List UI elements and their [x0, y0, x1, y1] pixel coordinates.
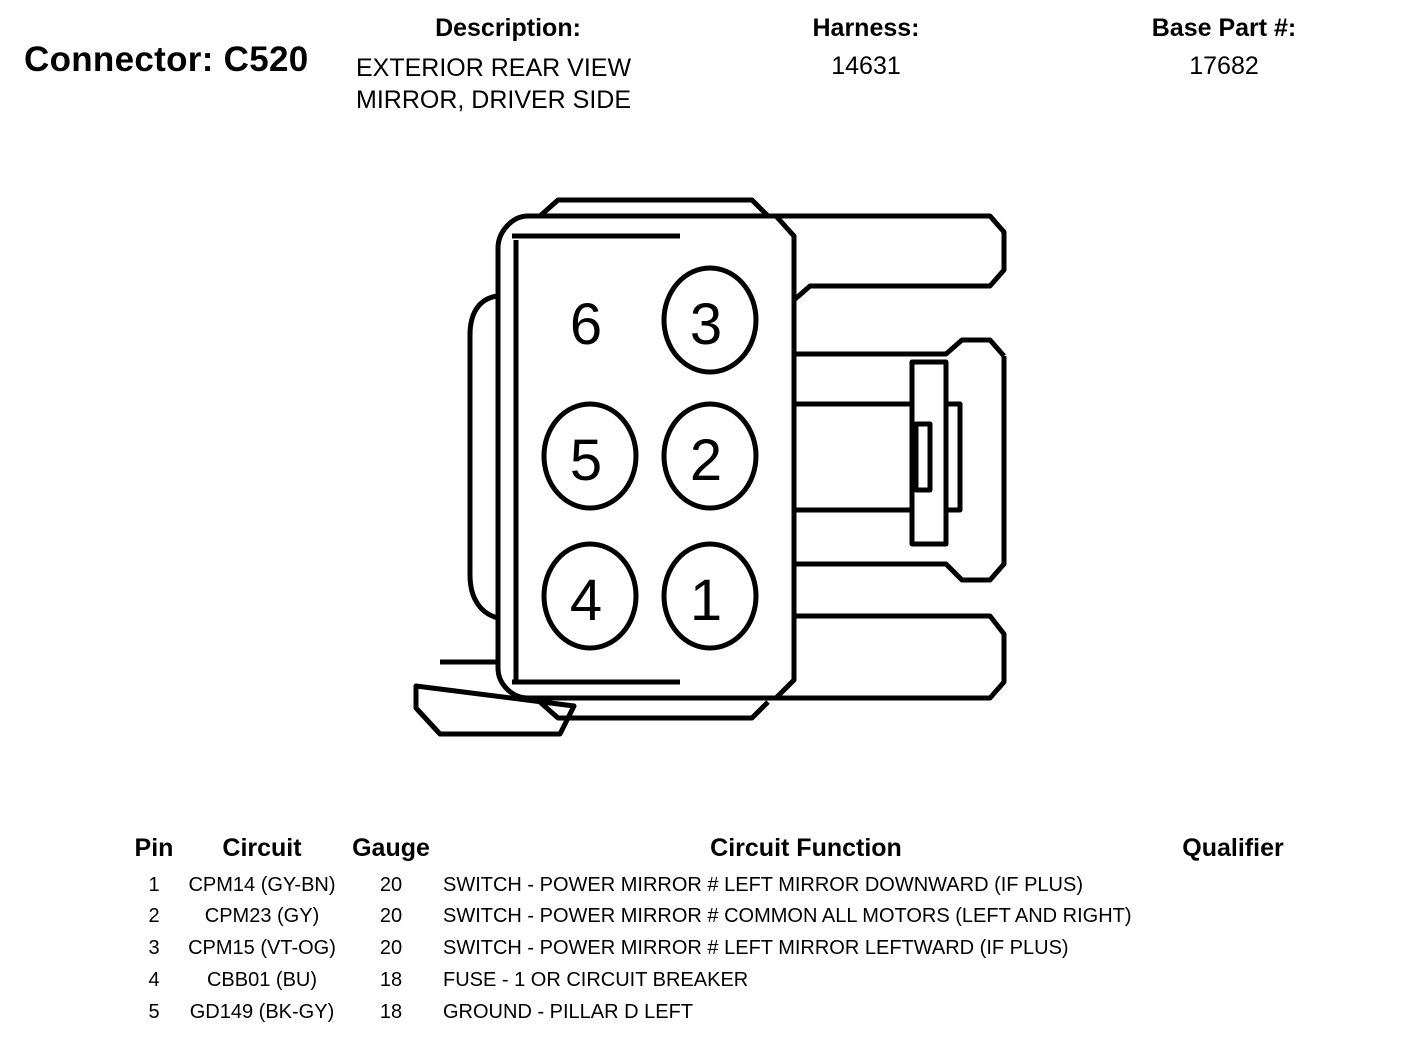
connector-lock-right-rail [794, 356, 1007, 583]
pin-6-label: 6 [570, 292, 602, 357]
connector-face-diagram: 6 3 5 2 4 1 [413, 197, 1007, 737]
pin-5-label: 5 [570, 428, 602, 493]
table-row: 4 CBB01 (BU) 18 FUSE - 1 OR CIRCUIT BREA… [0, 969, 1408, 1001]
row-pin: 4 [148, 969, 160, 991]
row-circuit: CPM15 (VT-OG) [188, 937, 336, 959]
harness-label: Harness: [812, 14, 920, 42]
row-gauge: 18 [379, 1001, 403, 1023]
description-line-1: EXTERIOR REAR VIEW [356, 54, 632, 82]
row-circuit: CPM23 (GY) [204, 905, 320, 927]
row-pin: 2 [148, 905, 160, 927]
table-header-function: Circuit Function [710, 834, 902, 862]
table-header-gauge: Gauge [352, 834, 430, 862]
row-function: GROUND - PILLAR D LEFT [443, 1001, 694, 1023]
connector-left-shell [467, 293, 499, 621]
connector-tab-upper-lower [794, 337, 1006, 358]
description-label: Description: [435, 14, 581, 42]
pin-5-cavity [541, 401, 639, 511]
description-line-2: MIRROR, DRIVER SIDE [356, 86, 632, 114]
pin-3-cavity [661, 265, 759, 375]
harness-value: 14631 [831, 52, 901, 80]
row-circuit: GD149 (BK-GY) [189, 1001, 335, 1023]
pin-4-label: 4 [570, 568, 602, 633]
row-function: SWITCH - POWER MIRROR # COMMON ALL MOTOR… [443, 905, 1132, 927]
table-header-circuit: Circuit [222, 834, 302, 862]
table-row: 2 CPM23 (GY) 20 SWITCH - POWER MIRROR # … [0, 905, 1408, 937]
pin-2-cavity [661, 401, 759, 511]
connector-tab-upper [776, 213, 1007, 302]
pin-2-label: 2 [690, 428, 722, 493]
connector-top-ridge [538, 197, 770, 218]
connector-body [495, 213, 797, 701]
table-row: 5 GD149 (BK-GY) 18 GROUND - PILLAR D LEF… [0, 1001, 1408, 1033]
pin-1-cavity [661, 541, 759, 651]
connector-title: Connector: C520 [24, 40, 309, 79]
pin-1-label: 1 [690, 568, 722, 633]
description-value: EXTERIOR REAR VIEW MIRROR, DRIVER SIDE [356, 52, 631, 116]
table-header-pin: Pin [134, 834, 174, 862]
table-header-qualifier: Qualifier [1182, 834, 1284, 862]
row-circuit: CPM14 (GY-BN) [188, 874, 336, 896]
row-pin: 1 [148, 874, 160, 896]
table-row: 1 CPM14 (GY-BN) 20 SWITCH - POWER MIRROR… [0, 874, 1408, 906]
connector-latch [413, 659, 577, 737]
row-gauge: 18 [379, 969, 403, 991]
pin-4-cavity [541, 541, 639, 651]
pin-3-label: 3 [690, 292, 722, 357]
connector-tab-lower [776, 613, 1007, 701]
row-gauge: 20 [379, 937, 403, 959]
connector-lock-face [946, 401, 963, 513]
row-pin: 3 [148, 937, 160, 959]
row-function: SWITCH - POWER MIRROR # LEFT MIRROR DOWN… [443, 874, 1083, 896]
connector-bottom-ridge [538, 700, 770, 721]
pin-cavities [541, 265, 759, 651]
table-row: 3 CPM15 (VT-OG) 20 SWITCH - POWER MIRROR… [0, 937, 1408, 969]
row-pin: 5 [148, 1001, 160, 1023]
base-part-label: Base Part #: [1151, 14, 1297, 42]
base-part-value: 17682 [1189, 52, 1259, 80]
row-gauge: 20 [379, 905, 403, 927]
row-function: SWITCH - POWER MIRROR # LEFT MIRROR LEFT… [443, 937, 1069, 959]
connector-lock-inner [913, 421, 933, 493]
connector-lock-housing [791, 401, 915, 513]
row-gauge: 20 [379, 874, 403, 896]
row-function: FUSE - 1 OR CIRCUIT BREAKER [443, 969, 749, 991]
connector-lock-outer [909, 359, 949, 547]
row-circuit: CBB01 (BU) [206, 969, 318, 991]
